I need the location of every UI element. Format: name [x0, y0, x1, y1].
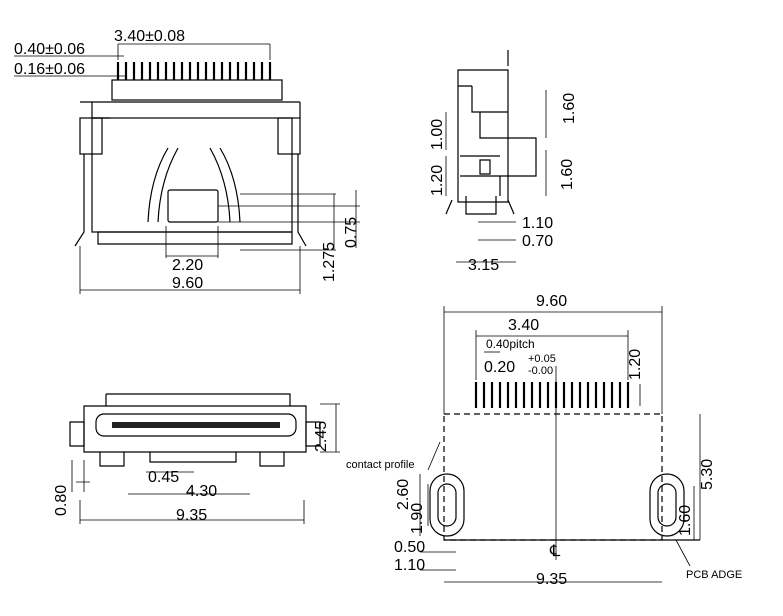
fp-pad-length: 1.20 [627, 349, 644, 380]
top-pin-width: 0.40±0.06 [14, 41, 85, 58]
side-right-upper: 1.60 [561, 93, 578, 124]
fp-overall-width: 9.60 [536, 293, 567, 310]
fp-edge-a: 0.50 [394, 539, 425, 556]
side-base-width: 3.15 [468, 257, 499, 274]
fp-pitch-label: 0.40pitch [486, 337, 535, 351]
front-slot-b: 4.30 [186, 483, 217, 500]
fp-edge-b: 1.10 [394, 557, 425, 574]
fp-centerline: ℄ [549, 543, 561, 560]
front-view: 2.45 0.80 0.45 4.30 9.35 [53, 393, 340, 524]
fp-depth: 5.30 [699, 459, 716, 490]
front-total-width: 9.35 [176, 507, 207, 524]
top-view: 3.40±0.08 0.40±0.06 0.16±0.06 2.20 9.60 … [14, 28, 360, 294]
front-slot-a: 0.45 [148, 469, 179, 486]
fp-pitch-span: 3.40 [508, 317, 539, 334]
side-lower-height: 1.20 [429, 165, 446, 196]
fp-pad-width: 0.20 [484, 359, 515, 376]
fp-hole-offset: 1.60 [677, 505, 694, 536]
fp-edge-label: PCB ADGE [686, 569, 742, 581]
fp-contact-label: contact profile [346, 459, 414, 471]
fp-hole-outer: 2.60 [395, 479, 412, 510]
fp-pad-tol-plus: +0.05 [528, 353, 556, 365]
front-height: 2.45 [313, 421, 330, 452]
fp-hole-span: 9.35 [536, 571, 567, 588]
fp-hole-inner: 1.90 [409, 503, 426, 534]
side-right-lower: 1.60 [559, 159, 576, 190]
top-body-width: 9.60 [172, 275, 203, 292]
side-tab-a: 1.10 [522, 215, 553, 232]
top-pitch-width: 3.40±0.08 [114, 28, 185, 45]
top-slot-width: 2.20 [172, 257, 203, 274]
footprint-view: 9.60 3.40 0.40pitch 0.20 +0.05 -0.00 1.2… [346, 293, 742, 588]
side-upper-height: 1.00 [429, 119, 446, 150]
footprint-pads [474, 382, 630, 408]
top-slot-depth: 0.75 [343, 217, 360, 248]
top-pin-gap: 0.16±0.06 [14, 61, 85, 78]
fp-pad-tol-minus: -0.00 [528, 365, 553, 377]
side-tab-b: 0.70 [522, 233, 553, 250]
top-view-pins [111, 62, 283, 101]
side-view: 1.00 1.20 1.60 1.60 1.10 0.70 3.15 [429, 50, 578, 274]
front-lead-height: 0.80 [53, 485, 70, 516]
top-lead-depth: 1.275 [321, 242, 338, 282]
